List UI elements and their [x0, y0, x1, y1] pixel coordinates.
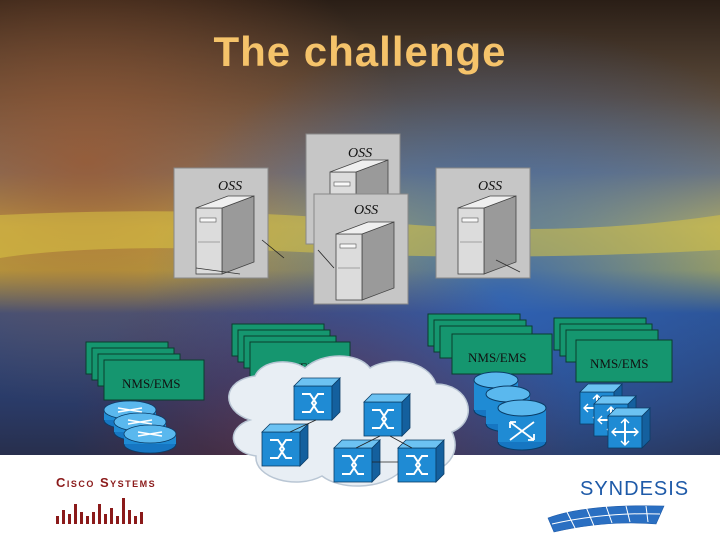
slide-title: The challenge — [213, 28, 507, 75]
nms-label-right: NMS/EMS — [590, 356, 649, 371]
oss-server-right — [435, 167, 531, 279]
oss-label-back: OSS — [348, 146, 372, 161]
oss-server-left — [173, 167, 269, 279]
nms-label-left: NMS/EMS — [122, 376, 181, 391]
nms-label-right-center: NMS/EMS — [468, 350, 527, 365]
router-stack — [103, 400, 177, 454]
atm-switch-icon — [261, 377, 445, 483]
nms-group-left — [85, 341, 205, 401]
nms-group-right — [553, 317, 673, 383]
oss-server-front — [313, 193, 409, 305]
syndesis-logo-text: SYNDESIS — [580, 478, 689, 500]
nms-group-right-center — [427, 313, 553, 375]
oss-label-left: OSS — [218, 179, 242, 194]
cisco-logo-text: Cisco Systems — [56, 475, 156, 490]
switch-stack — [579, 383, 651, 449]
oss-label-right: OSS — [478, 179, 502, 194]
cisco-logo: Cisco Systems — [56, 475, 156, 524]
oss-label-front: OSS — [354, 203, 378, 218]
atm-cylinder-stack — [473, 371, 547, 451]
syndesis-logo: SYNDESIS — [547, 478, 689, 533]
